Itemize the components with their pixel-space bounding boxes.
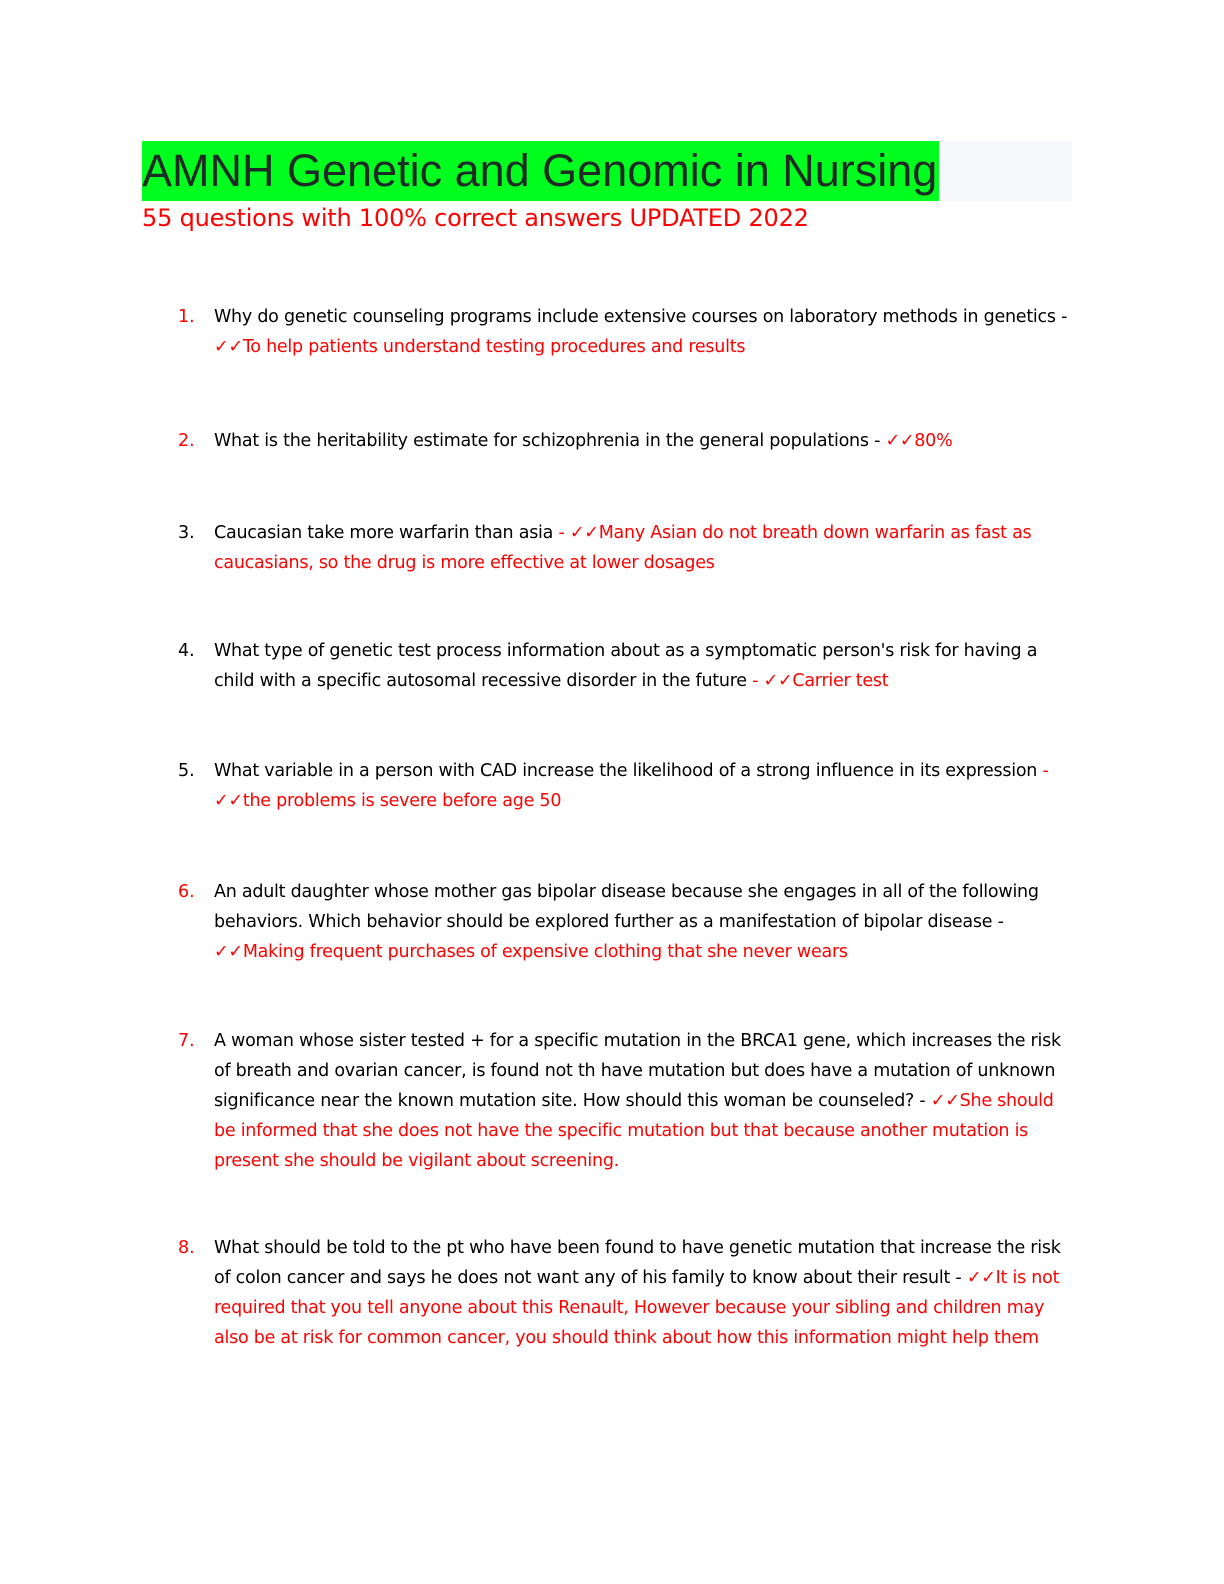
answer-text: It is not required that you tell anyone … [214, 1268, 1060, 1348]
question-number: 2. [178, 431, 195, 451]
question-number: 1. [178, 307, 195, 327]
separator: - [1055, 307, 1068, 327]
question-text: A woman whose sister tested + for a spec… [214, 1031, 1061, 1111]
check-mark-icon: ✓✓ [763, 671, 793, 691]
question-text: An adult daughter whose mother gas bipol… [214, 882, 1039, 932]
question-text: Why do genetic counseling programs inclu… [214, 307, 1056, 327]
separator: - [553, 523, 570, 543]
question-body: What should be told to the pt who have b… [214, 1233, 1074, 1353]
answer-text: She should be informed that she does not… [214, 1091, 1054, 1171]
title-row: AMNH Genetic and Genomic in Nursing [142, 141, 1072, 201]
answer-text: Making frequent purchases of expensive c… [242, 942, 848, 962]
question-number: 4. [178, 641, 195, 661]
answer-text: Many Asian do not breath down warfarin a… [214, 523, 1032, 573]
question-body: An adult daughter whose mother gas bipol… [214, 877, 1074, 967]
question-body: Why do genetic counseling programs inclu… [214, 302, 1074, 362]
check-mark-icon: ✓✓ [569, 523, 599, 543]
question-body: Caucasian take more warfarin than asia -… [214, 518, 1074, 578]
question-number: 6. [178, 882, 195, 902]
separator: - [914, 1091, 931, 1111]
question-text: What should be told to the pt who have b… [214, 1238, 1061, 1288]
question-text: What is the heritability estimate for sc… [214, 431, 869, 451]
answer-text: Carrier test [792, 671, 889, 691]
separator: - [1037, 761, 1049, 781]
check-mark-icon: ✓✓ [930, 1091, 960, 1111]
separator: - [746, 671, 764, 691]
question-number: 3. [178, 523, 195, 543]
question-text: What type of genetic test process inform… [214, 641, 1038, 691]
check-mark-icon: ✓✓ [885, 431, 915, 451]
question-body: What is the heritability estimate for sc… [214, 426, 1074, 456]
check-mark-icon: ✓✓ [966, 1268, 996, 1288]
answer-text: 80% [914, 431, 953, 451]
document-subtitle: 55 questions with 100% correct answers U… [142, 204, 809, 232]
question-body: What type of genetic test process inform… [214, 636, 1074, 696]
question-text: What variable in a person with CAD incre… [214, 761, 1038, 781]
answer-text: the problems is severe before age 50 [242, 791, 562, 811]
question-number: 8. [178, 1238, 195, 1258]
separator: - [868, 431, 886, 451]
separator: - [992, 912, 1004, 932]
question-number: 7. [178, 1031, 195, 1051]
check-mark-icon: ✓✓ [214, 337, 243, 357]
check-mark-icon: ✓✓ [214, 791, 243, 811]
answer-text: To help patients understand testing proc… [242, 337, 746, 357]
question-body: A woman whose sister tested + for a spec… [214, 1026, 1074, 1176]
separator: - [950, 1268, 967, 1288]
document-title: AMNH Genetic and Genomic in Nursing [142, 141, 940, 201]
question-text: Caucasian take more warfarin than asia [214, 523, 554, 543]
check-mark-icon: ✓✓ [214, 942, 243, 962]
question-body: What variable in a person with CAD incre… [214, 756, 1074, 816]
question-number: 5. [178, 761, 195, 781]
